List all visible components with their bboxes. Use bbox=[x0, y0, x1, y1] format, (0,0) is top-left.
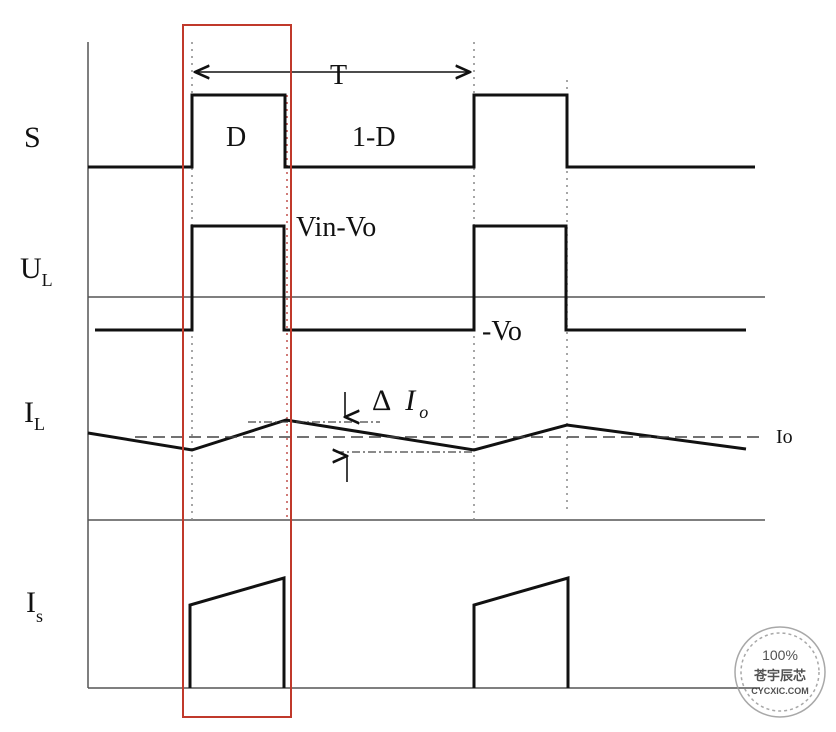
is-pulse-1 bbox=[188, 576, 286, 688]
minus-vo-label: -Vo bbox=[482, 316, 522, 347]
il-label-main: I bbox=[24, 396, 34, 429]
is-label-sub: s bbox=[36, 606, 43, 626]
watermark-name: 苍宇辰芯 bbox=[753, 668, 806, 683]
ul-label-sub: L bbox=[42, 270, 53, 290]
watermark-stamp: 100% 苍宇辰芯 CYCXIC.COM bbox=[734, 626, 826, 718]
s-label: S bbox=[24, 121, 41, 154]
duty-label: D bbox=[226, 122, 246, 153]
il-label: IL bbox=[24, 396, 45, 434]
io-level-label: Io bbox=[776, 426, 793, 448]
ul-label-main: U bbox=[20, 252, 42, 285]
duty-highlight-box bbox=[182, 24, 292, 718]
watermark-site: CYCXIC.COM bbox=[751, 686, 809, 696]
delta-symbol: Δ bbox=[372, 384, 391, 417]
is-pulse-2 bbox=[472, 576, 570, 688]
watermark-percent: 100% bbox=[762, 647, 798, 663]
s-switch-waveform bbox=[88, 93, 755, 169]
ul-inductor-voltage-waveform bbox=[95, 224, 746, 332]
ul-label: UL bbox=[20, 252, 53, 290]
one-minus-duty-label: 1-D bbox=[352, 122, 396, 153]
delta-i-sub: o bbox=[419, 402, 428, 422]
is-label-main: I bbox=[26, 586, 36, 619]
delta-i-main: I bbox=[404, 384, 417, 417]
period-label: T bbox=[330, 60, 347, 91]
vin-minus-vo-label: Vin-Vo bbox=[296, 212, 376, 243]
il-label-sub: L bbox=[34, 414, 45, 434]
il-inductor-current-waveform bbox=[87, 418, 747, 452]
is-label: Is bbox=[26, 586, 43, 626]
